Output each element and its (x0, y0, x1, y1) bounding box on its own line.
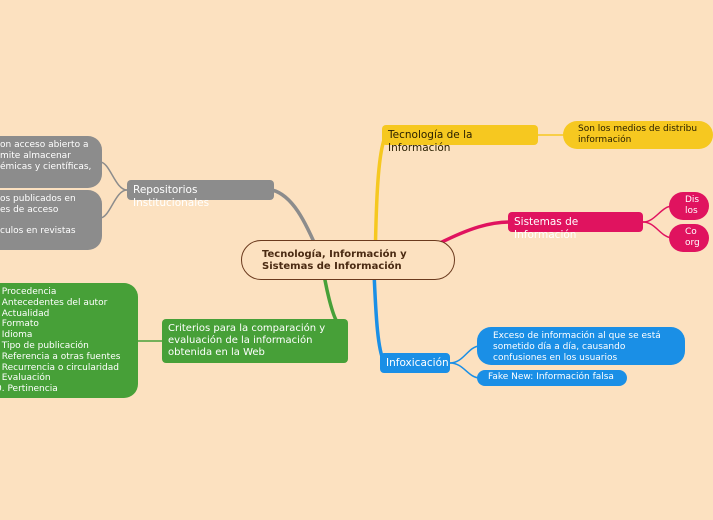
subtopic-infoxicacion-1[interactable]: Exceso de información al que se está som… (477, 327, 685, 365)
topic-criterios-line: evaluación de la información (168, 335, 313, 346)
subtopic-line: émicas y científicas, (0, 161, 92, 172)
criterio-item: . Idioma (0, 330, 33, 341)
topic-sistemas[interactable]: Sistemas de Información (508, 212, 643, 241)
criterio-item: 0. Pertinencia (0, 384, 58, 395)
subtopic-sistemas-2[interactable]: Co org (669, 224, 709, 252)
connector-sistemas-sub1 (642, 205, 672, 223)
subtopic-line: Exceso de información al que se está (493, 331, 661, 341)
connector-repositorios-sub2 (99, 189, 128, 219)
subtopic-spacer (0, 216, 102, 226)
criterio-item: . Evaluación (0, 373, 51, 384)
subtopic-line: on acceso abierto a (0, 140, 89, 150)
subtopic-line: Dis (685, 195, 700, 205)
subtopic-line: Son los medios de distribu (578, 124, 698, 134)
criterio-item: . Recurrencia o circularidad (0, 362, 119, 373)
connector-infoxicacion-sub1 (449, 345, 481, 364)
criterio-item: . Tipo de publicación (0, 340, 89, 351)
criterio-item: . Antecedentes del autor (0, 297, 108, 308)
subtopic-line: Co (685, 227, 697, 237)
subtopic-line: sometido día a día, causando (493, 341, 626, 352)
subtopic-line: org (685, 237, 700, 248)
subtopic-infoxicacion-2[interactable]: Fake New: Información falsa (477, 370, 627, 386)
topic-criterios-line: Criterios para la comparación y (168, 323, 326, 334)
connector-repositorios-sub1 (99, 161, 128, 191)
connector-sistemas (439, 220, 511, 245)
criterio-item: . Actualidad (0, 308, 50, 319)
subtopic-line: os publicados en (0, 194, 76, 204)
subtopic-tecnologia[interactable]: Son los medios de distribu información (563, 121, 713, 149)
connector-infoxicacion-sub2 (449, 362, 481, 379)
central-topic-line1: Tecnología, Información y (262, 249, 407, 260)
criterio-item: . Referencia a otras fuentes (0, 351, 121, 362)
topic-infoxicacion[interactable]: Infoxicación (380, 353, 450, 373)
topic-criterios[interactable]: Criterios para la comparación y evaluaci… (162, 319, 348, 363)
subtopic-line: información (578, 134, 632, 145)
connector-sistemas-sub2 (642, 221, 672, 239)
subtopic-repositorios-1[interactable]: on acceso abierto a mite almacenar émica… (0, 136, 102, 188)
criterio-item: . Formato (0, 319, 39, 330)
topic-repositorios[interactable]: Repositorios Institucionales (127, 180, 274, 209)
subtopic-repositorios-2[interactable]: os publicados en es de acceso culos en r… (0, 190, 102, 250)
topic-tecnologia[interactable]: Tecnología de la Información (382, 125, 538, 154)
subtopic-line: mite almacenar (0, 150, 71, 161)
criterio-item: . Procedencia (0, 287, 57, 297)
subtopic-criterios-list[interactable]: . Procedencia . Antecedentes del autor .… (0, 283, 138, 398)
subtopic-line: los (685, 205, 698, 216)
subtopic-line: confusiones en los usuarios (493, 352, 618, 363)
subtopic-line: culos en revistas (0, 225, 76, 236)
topic-criterios-line: obtenida en la Web (168, 347, 265, 358)
subtopic-line: es de acceso (0, 204, 59, 215)
central-topic-line2: Sistemas de Información (262, 261, 402, 272)
connector-infoxicacion (372, 271, 386, 363)
subtopic-sistemas-1[interactable]: Dis los (669, 192, 709, 220)
central-topic[interactable]: Tecnología, Información y Sistemas de In… (241, 240, 455, 280)
